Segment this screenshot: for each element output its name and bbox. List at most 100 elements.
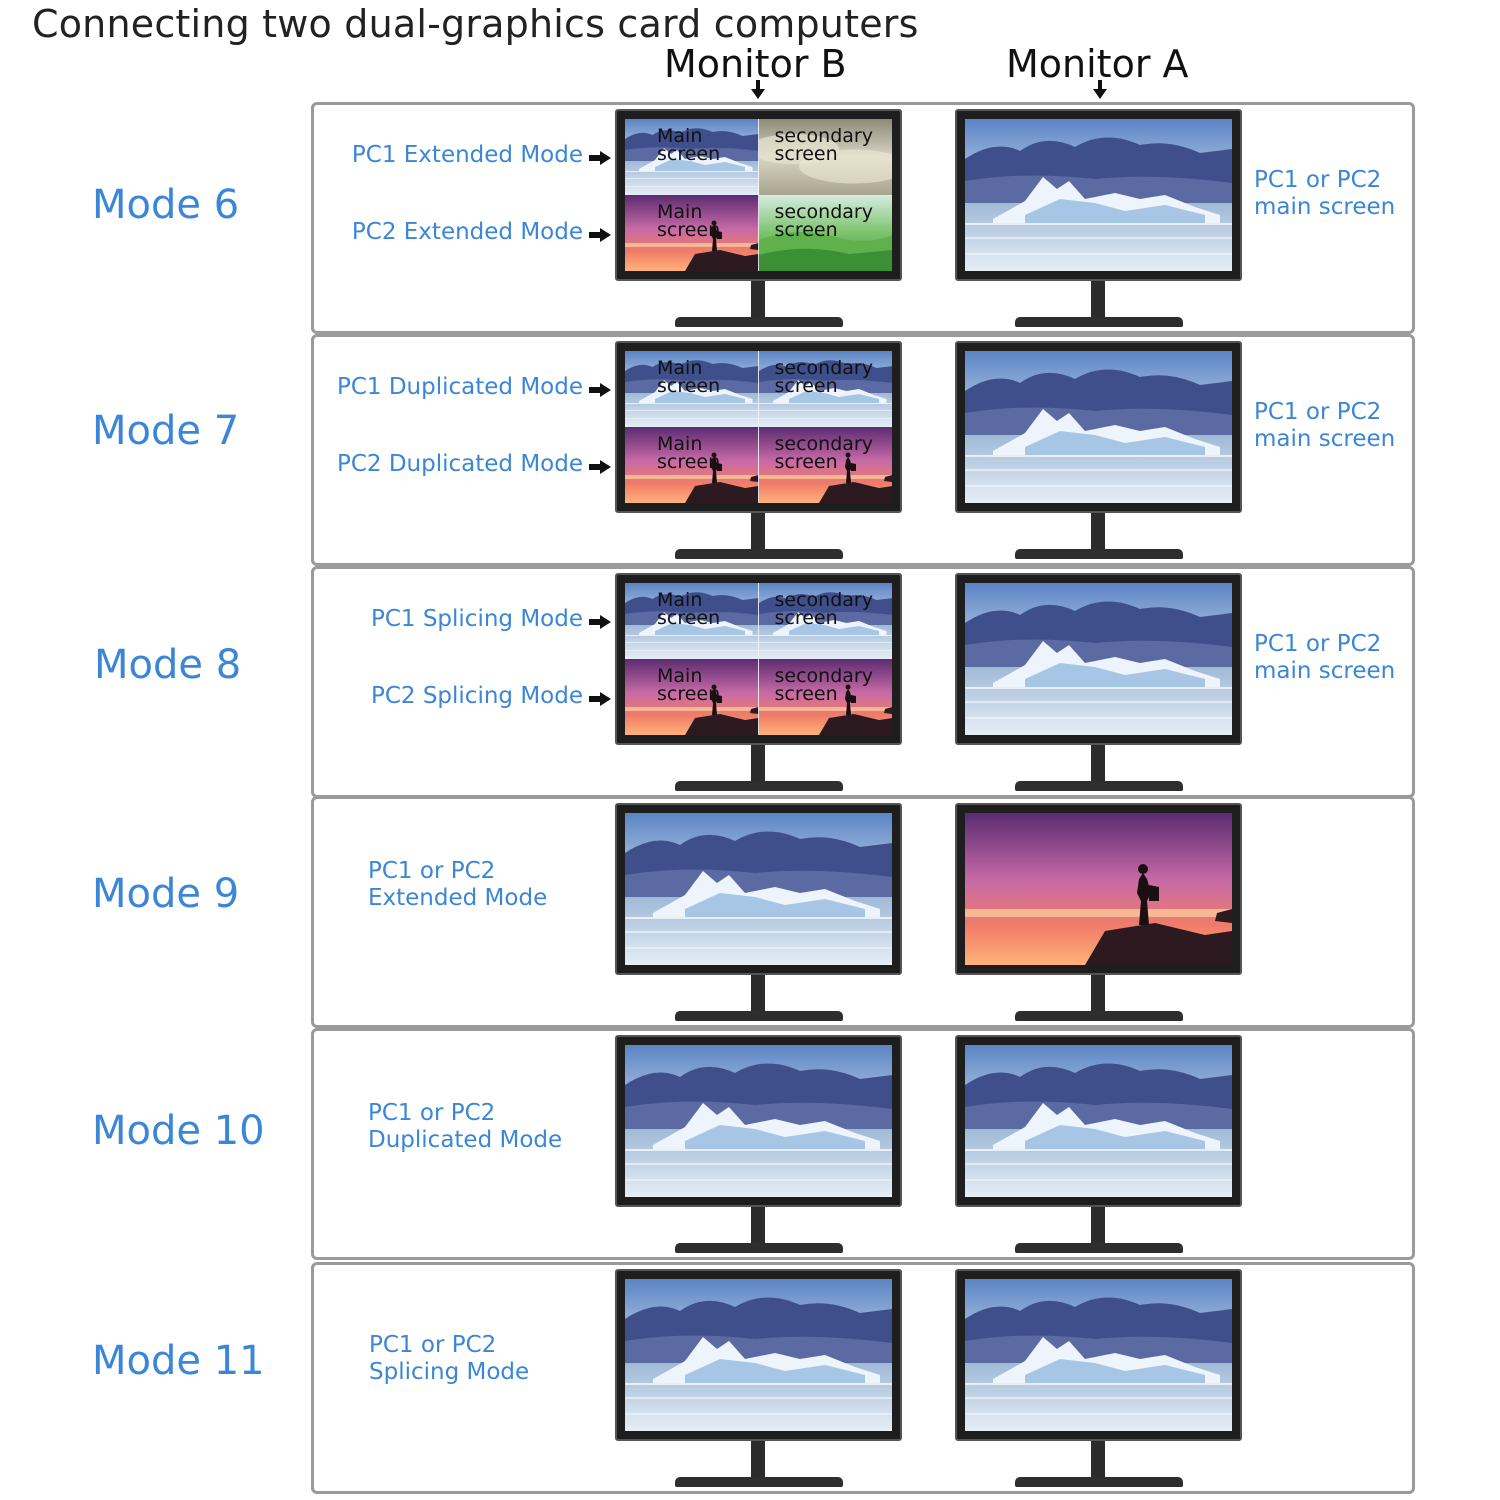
mode-label: Mode 9 xyxy=(92,871,240,917)
sub-mode-label: PC2 Duplicated Mode xyxy=(336,451,583,477)
glacier-lake-image xyxy=(965,1279,1232,1431)
monitor-bezel xyxy=(955,1035,1242,1207)
main-screen-label: Main screen xyxy=(657,665,721,705)
mode-description-label: PC1 or PC2 Duplicated Mode xyxy=(368,1100,563,1153)
secondary-screen-label: secondary screen xyxy=(774,665,873,705)
screen-quadrant: Main screen xyxy=(625,195,759,271)
glacier-lake-image xyxy=(625,119,759,195)
monitor-bezel xyxy=(955,803,1242,975)
secondary-screen-label: secondary screen xyxy=(774,589,873,629)
monitor-screen xyxy=(625,813,892,965)
right-arrow-icon xyxy=(589,692,611,706)
secondary-screen-label: secondary screen xyxy=(774,201,873,241)
screen-divider xyxy=(758,119,759,271)
monitor-screen xyxy=(965,583,1232,735)
monitor-a xyxy=(955,109,1242,331)
secondary-screen-label: secondary screen xyxy=(774,125,873,165)
screen-quadrant: secondary screen xyxy=(758,195,892,271)
mode-description-label: PC1 or PC2 Extended Mode xyxy=(368,858,548,911)
right-arrow-icon xyxy=(589,460,611,474)
monitor-stand-base xyxy=(1015,549,1183,559)
beige-clouds-image xyxy=(758,119,892,195)
monitor-screen xyxy=(965,119,1232,271)
monitor-bezel xyxy=(615,1269,902,1441)
monitor-stand-base xyxy=(675,1477,843,1487)
right-side-label: PC1 or PC2 main screen xyxy=(1254,631,1396,684)
monitor-screen xyxy=(965,1279,1232,1431)
sunset-hiker-image xyxy=(625,427,759,503)
monitor-stand-neck xyxy=(751,281,765,319)
right-arrow-icon xyxy=(589,151,611,165)
main-screen-label: Main screen xyxy=(657,125,721,165)
monitor-screen xyxy=(965,813,1232,965)
mode-label: Mode 11 xyxy=(92,1338,265,1384)
screen-divider xyxy=(758,583,759,735)
glacier-lake-image xyxy=(625,1279,892,1431)
monitor-bezel xyxy=(955,341,1242,513)
screen-quadrant: secondary screen xyxy=(758,351,892,427)
sub-mode-label: PC1 Extended Mode xyxy=(351,142,583,168)
main-screen-label: Main screen xyxy=(657,433,721,473)
right-arrow-icon xyxy=(589,383,611,397)
monitor-b xyxy=(615,1269,902,1491)
secondary-screen-label: secondary screen xyxy=(774,433,873,473)
diagram-title: Connecting two dual-graphics card comput… xyxy=(32,2,919,46)
monitor-stand-base xyxy=(675,317,843,327)
monitor-stand-neck xyxy=(751,513,765,551)
monitor-bezel xyxy=(615,1035,902,1207)
sunset-hiker-image xyxy=(625,195,759,271)
monitor-stand-base xyxy=(1015,317,1183,327)
monitor-a xyxy=(955,803,1242,1025)
screen-quadrant: Main screen xyxy=(625,659,759,735)
sunset-hiker-image xyxy=(625,659,759,735)
monitor-bezel xyxy=(615,803,902,975)
sunset-hiker-image xyxy=(965,813,1232,965)
monitor-screen xyxy=(965,1045,1232,1197)
screen-quadrant: Main screen xyxy=(625,119,759,195)
right-arrow-icon xyxy=(589,228,611,242)
glacier-lake-image xyxy=(965,119,1232,271)
monitor-stand-neck xyxy=(1091,975,1105,1013)
monitor-stand-base xyxy=(675,1243,843,1253)
glacier-lake-image xyxy=(965,1045,1232,1197)
sub-mode-label: PC1 Splicing Mode xyxy=(370,606,583,632)
right-arrow-icon xyxy=(589,615,611,629)
monitor-stand-base xyxy=(1015,1243,1183,1253)
monitor-a xyxy=(955,1035,1242,1257)
monitor-bezel xyxy=(955,573,1242,745)
sunset-hiker-image xyxy=(758,659,892,735)
monitor-screen xyxy=(625,1045,892,1197)
monitor-a xyxy=(955,341,1242,563)
monitor-screen xyxy=(625,1279,892,1431)
monitor-stand-neck xyxy=(751,1441,765,1479)
monitor-stand-neck xyxy=(1091,745,1105,783)
monitor-stand-base xyxy=(675,1011,843,1021)
sunset-hiker-image xyxy=(758,427,892,503)
monitor-stand-base xyxy=(1015,1011,1183,1021)
monitor-bezel xyxy=(955,1269,1242,1441)
secondary-screen-label: secondary screen xyxy=(774,357,873,397)
glacier-lake-image xyxy=(758,583,892,659)
right-side-label: PC1 or PC2 main screen xyxy=(1254,167,1396,220)
monitor-b xyxy=(615,1035,902,1257)
glacier-lake-image xyxy=(965,583,1232,735)
mode-description-label: PC1 or PC2 Splicing Mode xyxy=(369,1332,530,1385)
monitor-a-header: Monitor A xyxy=(1006,42,1189,86)
sub-mode-label: PC2 Extended Mode xyxy=(351,219,583,245)
monitor-b-header: Monitor B xyxy=(664,42,847,86)
main-screen-label: Main screen xyxy=(657,357,721,397)
monitor-stand-neck xyxy=(1091,513,1105,551)
green-hills-image xyxy=(758,195,892,271)
monitor-a xyxy=(955,573,1242,795)
sub-mode-label: PC2 Splicing Mode xyxy=(370,683,583,709)
glacier-lake-image xyxy=(625,351,759,427)
